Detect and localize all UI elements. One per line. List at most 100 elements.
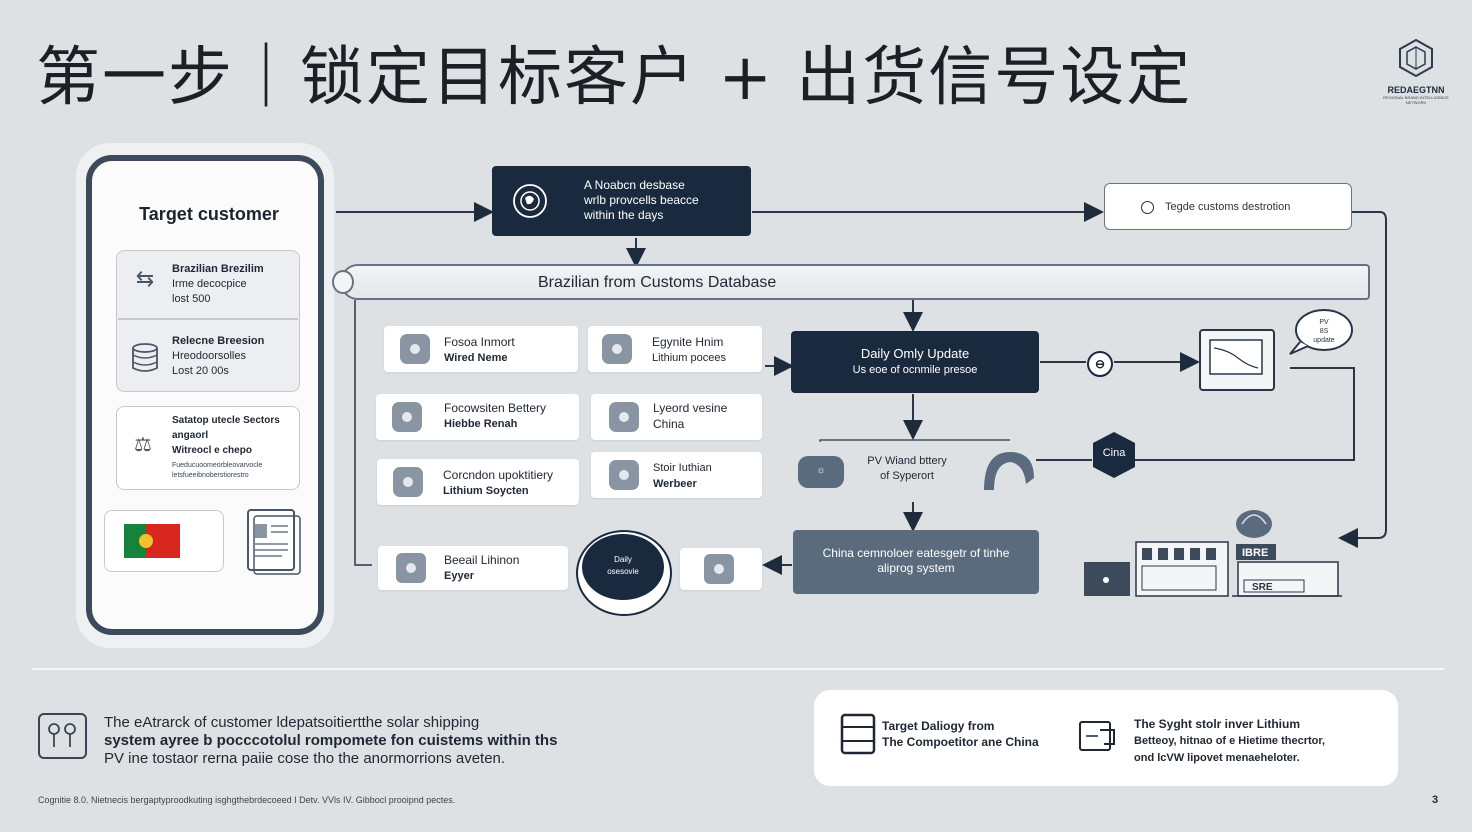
globe-icon — [513, 184, 547, 218]
facility-sign-2: SRE — [1252, 582, 1273, 593]
daily-update-text: Daily Omly Update Us eoe of ocnmile pres… — [791, 345, 1039, 379]
product-card-3[interactable]: Corcndon upoktitiery Lithium Soycten — [377, 459, 579, 505]
target-destination-label: Tegde customs destrotion — [1165, 201, 1291, 213]
diamond-icon — [396, 553, 426, 583]
product-card-5[interactable]: Egynite Hnim Lithium pocees — [588, 326, 762, 372]
product-card-7-line-2: Werbeer — [653, 478, 697, 490]
shipping-signal-icon — [38, 713, 87, 759]
pv-label: PV Wiand bttery of Syperort — [852, 454, 962, 484]
product-card-6-text: Lyeord vesine China — [653, 400, 727, 432]
daily-update-box[interactable]: Daily Omly Update Us eoe of ocnmile pres… — [791, 331, 1039, 393]
signal-card[interactable] — [116, 406, 300, 490]
summary-card-a: Target Daliogy from The Compoetitor ane … — [882, 718, 1039, 750]
divider — [118, 318, 298, 320]
brand-logo-icon — [1399, 38, 1433, 78]
factory-warehouse-illustration — [1084, 510, 1342, 597]
footer-note: Cognitie 8.0. Nietnecis bergaptyproodkut… — [38, 795, 456, 805]
product-card-7-text: Stoir Iuthian Werbeer — [653, 460, 712, 492]
database-source-line-3: within the days — [584, 208, 664, 222]
product-card-3-line-1: Corcndon upoktitiery — [443, 468, 554, 482]
summary-b-line-2: Betteoy, hitnao of e Hietime thecrtor, — [1134, 735, 1326, 747]
customer-item-1-value: lost 500 — [172, 293, 211, 305]
bar-endcap-icon — [332, 270, 354, 294]
database-source-box[interactable]: A Noabcn desbase wrlb provcells beacce w… — [492, 166, 751, 236]
summary-b-line-1: The Syght stolr inver Lithium — [1134, 717, 1301, 731]
signal-line-3: Witreocl e chepo — [172, 445, 252, 456]
facility-sign: IBRE — [1242, 547, 1269, 559]
product-card-3-text: Corcndon upoktitiery Lithium Soycten — [443, 467, 553, 499]
summary-a-line-1: Target Daliogy from — [882, 719, 995, 733]
product-card-4-line-2: Eyyer — [444, 570, 474, 582]
page-number: 3 — [1432, 794, 1439, 806]
product-card-1[interactable]: Fosoa Inmort Wired Neme — [384, 326, 578, 372]
product-card-7[interactable]: Stoir Iuthian Werbeer — [591, 452, 762, 498]
tag-icon — [48, 723, 76, 747]
product-card-4-text: Beeail Lihinon Eyyer — [444, 552, 519, 584]
product-card-2-line-2: Hiebbe Renah — [444, 418, 518, 430]
battery-icon — [609, 460, 639, 490]
diamond-card[interactable] — [680, 548, 762, 590]
signal-card-text: Satatop utecle Sectors angaorl Witreocl … — [172, 413, 280, 458]
battery-icon — [393, 467, 423, 497]
customer-item-2-value: Lost 20 00s — [172, 365, 229, 377]
summary-card-b: The Syght stolr inver Lithium Betteoy, h… — [1134, 716, 1325, 766]
customs-database-label: Brazilian from Customs Database — [538, 274, 777, 291]
section-divider — [32, 668, 1444, 670]
link-node-icon[interactable]: ⊖ — [1087, 351, 1113, 377]
scale-icon: ⚖ — [134, 434, 152, 456]
product-card-6[interactable]: Lyeord vesine China — [591, 394, 762, 440]
product-card-4-line-1: Beeail Lihinon — [444, 553, 520, 567]
product-card-2[interactable]: Focowsiten Bettery Hiebbe Renah — [376, 394, 579, 440]
customer-item-2[interactable]: Relecne Breesion Hreodoorsolles Lost 20 … — [172, 334, 264, 379]
product-card-3-line-2: Lithium Soycten — [443, 485, 529, 497]
brand-sub: REGIONAL BRAND INTELLIGENCE NETWORK — [1383, 95, 1449, 105]
phone-title: Target customer — [139, 204, 279, 224]
panel-arch-icon — [984, 452, 1034, 490]
product-card-1-line-1: Fosoa Inmort — [444, 335, 515, 349]
china-shipping-line-1: China cemnoloer eatesgetr of tinhe — [822, 546, 1010, 560]
database-source-line-1: A Noabcn desbase — [584, 178, 685, 192]
battery-outline-icon — [840, 713, 876, 755]
china-hexagon-label: Cina — [1102, 447, 1126, 459]
database-source-line-2: wrlb provcells beacce — [584, 193, 699, 207]
pv-label-line-1: PV Wiand bttery — [867, 455, 947, 467]
product-card-1-line-2: Wired Neme — [444, 352, 508, 364]
database-puck[interactable]: Daily osesovie — [582, 534, 664, 600]
portugal-flag-icon — [124, 524, 180, 558]
signal-line-2: angaorl — [172, 430, 209, 441]
battery-icon — [609, 402, 639, 432]
summary-b-line-3: ond lcVW lipovet menaeheloter. — [1134, 752, 1300, 764]
product-card-5-line-2: Lithium pocees — [652, 352, 726, 364]
product-card-2-line-1: Focowsiten Bettery — [444, 401, 547, 415]
diamond-icon — [704, 554, 734, 584]
china-shipping-text: China cemnoloer eatesgetr of tinhe alipr… — [793, 546, 1039, 576]
summary-a-line-2: The Compoetitor ane China — [882, 735, 1039, 749]
china-hexagon[interactable] — [1091, 430, 1137, 480]
product-card-4[interactable]: Beeail Lihinon Eyyer — [378, 546, 568, 590]
target-destination-pill[interactable]: Tegde customs destrotion — [1104, 183, 1352, 230]
china-shipping-system-box[interactable]: China cemnoloer eatesgetr of tinhe alipr… — [793, 530, 1039, 594]
radio-icon — [1141, 201, 1154, 214]
product-card-2-text: Focowsiten Bettery Hiebbe Renah — [444, 400, 546, 432]
product-card-6-line-1: Lyeord vesine — [653, 401, 728, 415]
signal-line-1: Satatop utecle Sectors — [172, 415, 280, 426]
daily-update-line-2: Us eoe of ocnmile presoe — [852, 364, 978, 376]
bottom-line-2: system ayree b pocccotolul rompomete fon… — [104, 732, 558, 749]
customer-item-1[interactable]: Brazilian Brezilim Irme decocpice lost 5… — [172, 262, 264, 307]
product-card-6-line-2: China — [653, 417, 685, 431]
database-puck-line-2: osesovie — [607, 567, 639, 576]
customs-database-bar[interactable] — [340, 264, 1370, 300]
brand-logo-block: REDAEGTNN REGIONAL BRAND INTELLIGENCE NE… — [1380, 38, 1452, 105]
speech-line-3: update — [1313, 337, 1335, 344]
speech-bubble-icon — [1289, 309, 1353, 355]
arrows-icon: ⇆ — [135, 266, 155, 291]
customer-list-group — [116, 250, 300, 392]
customer-item-2-name: Relecne Breesion — [172, 335, 265, 347]
page-title: 第一步｜锁定目标客户 + 出货信号设定 — [36, 41, 1193, 115]
summary-card — [814, 690, 1398, 786]
bottom-line-3: PV ine tostaor rerna paiie cose tho the … — [104, 750, 506, 767]
battery-icon — [602, 334, 632, 364]
database-icon — [132, 343, 158, 372]
signal-line-4: Fueducuoomeorbleovarvocle — [172, 462, 263, 469]
solar-panel-icon: ☼ — [798, 456, 844, 488]
